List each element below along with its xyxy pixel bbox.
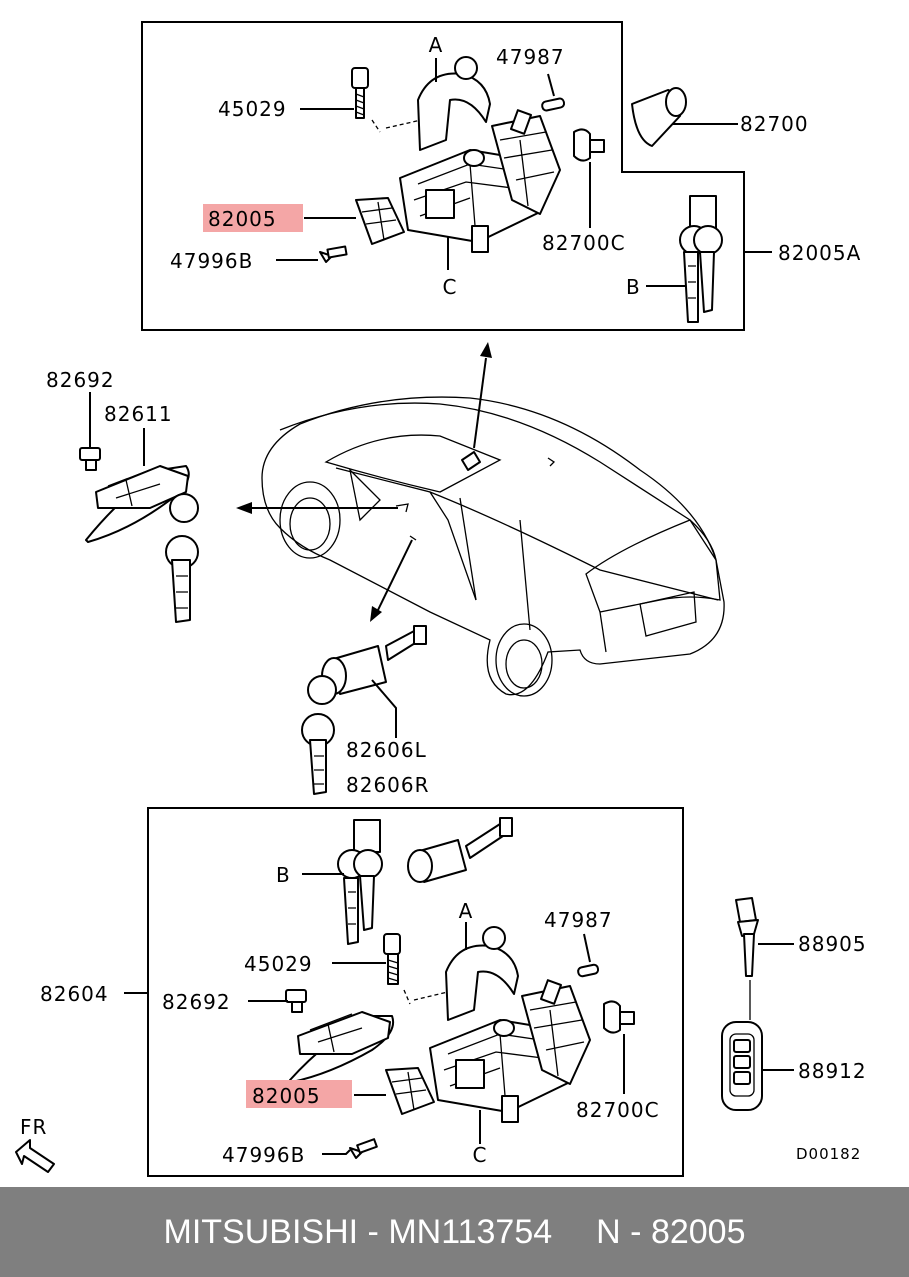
key-set-82005a-drawing <box>679 195 723 323</box>
door-cylinder-82606-drawing <box>301 625 427 795</box>
bolt-82692-bottom-drawing <box>285 989 307 1013</box>
key-set-bottom-drawing <box>337 819 383 945</box>
label-mid-82606l: 82606L <box>346 738 427 762</box>
bolt-82692-mid-drawing <box>79 447 101 471</box>
ignition-lock-assembly-bottom <box>429 926 591 1123</box>
label-mid-82692: 82692 <box>46 368 115 392</box>
lock-module-82005-bottom-drawing <box>385 1067 435 1115</box>
label-top-82700c: 82700C <box>542 231 626 255</box>
footer-dash: - <box>367 1212 379 1251</box>
bolt-45029-drawing <box>351 67 369 119</box>
switch-82700c-bottom-drawing <box>603 1000 635 1034</box>
footer-brand: MITSUBISHI <box>163 1212 359 1251</box>
diagram-code: D00182 <box>796 1145 861 1163</box>
parts-diagram: A 47987 45029 82700 82005 47996B 82700C … <box>15 21 867 1177</box>
label-side-88912: 88912 <box>798 1059 867 1083</box>
door-cylinder-bottom-drawing <box>407 817 513 883</box>
ignition-lock-assembly-top <box>399 56 561 253</box>
label-bottom-45029: 45029 <box>244 952 313 976</box>
label-top-c: C <box>443 275 458 299</box>
vehicle-outline-drawing <box>261 396 725 697</box>
switch-82700c-drawing <box>573 128 605 162</box>
label-mid-82611: 82611 <box>104 402 173 426</box>
label-top-b: B <box>626 275 641 299</box>
label-top-a: A <box>429 33 444 57</box>
highlight-82005-bottom <box>246 1080 352 1108</box>
label-bottom-82604: 82604 <box>40 982 109 1006</box>
label-mid-82606r: 82606R <box>346 773 430 797</box>
label-side-88905: 88905 <box>798 932 867 956</box>
label-top-47987: 47987 <box>496 45 565 69</box>
footer-part-number: MN113754 <box>388 1212 553 1251</box>
footer-n-label: N <box>596 1212 621 1251</box>
label-bottom-47987: 47987 <box>544 908 613 932</box>
door-handle-cylinder-82611-drawing <box>85 465 199 623</box>
screw-47996b-top-drawing <box>319 245 348 263</box>
label-top-45029: 45029 <box>218 97 287 121</box>
label-bottom-b: B <box>276 863 291 887</box>
bolt-45029-bottom-drawing <box>383 933 401 985</box>
label-bottom-a: A <box>459 899 474 923</box>
bottom-parts-box: B A 47987 45029 82604 82692 82005 82700C… <box>40 807 684 1177</box>
pin-47987-drawing <box>541 97 566 112</box>
label-bottom-47996b: 47996B <box>222 1143 305 1167</box>
label-bottom-82700c: 82700C <box>576 1098 660 1122</box>
screw-47996b-bottom-drawing <box>349 1138 378 1159</box>
label-bottom-82692: 82692 <box>162 990 231 1014</box>
pin-47987-bottom-drawing <box>577 963 600 978</box>
front-direction-arrow-icon <box>15 1139 55 1173</box>
footer-bar: MITSUBISHI - MN113754 N - 82005 <box>0 1187 909 1277</box>
footer-n-value: 82005 <box>650 1212 746 1251</box>
label-top-82005: 82005 <box>208 207 277 231</box>
label-bottom-c: C <box>473 1143 488 1167</box>
highlight-82005-top <box>203 204 303 232</box>
label-top-82700: 82700 <box>740 112 809 136</box>
top-parts-box: A 47987 45029 82700 82005 47996B 82700C … <box>141 21 861 331</box>
label-top-47996b: 47996B <box>170 249 253 273</box>
label-top-82005a: 82005A <box>778 241 861 265</box>
label-fr: FR <box>20 1115 47 1139</box>
remote-key-88905-drawing <box>735 897 759 977</box>
cap-82700-drawing <box>631 87 687 147</box>
pointer-arrows <box>236 342 492 622</box>
lock-module-82005-top-drawing <box>355 197 405 245</box>
label-bottom-82005: 82005 <box>252 1084 321 1108</box>
remote-fob-88912-drawing <box>721 1021 763 1111</box>
footer-n-dash: - <box>630 1212 642 1251</box>
door-handle-bottom-drawing <box>289 1011 394 1083</box>
